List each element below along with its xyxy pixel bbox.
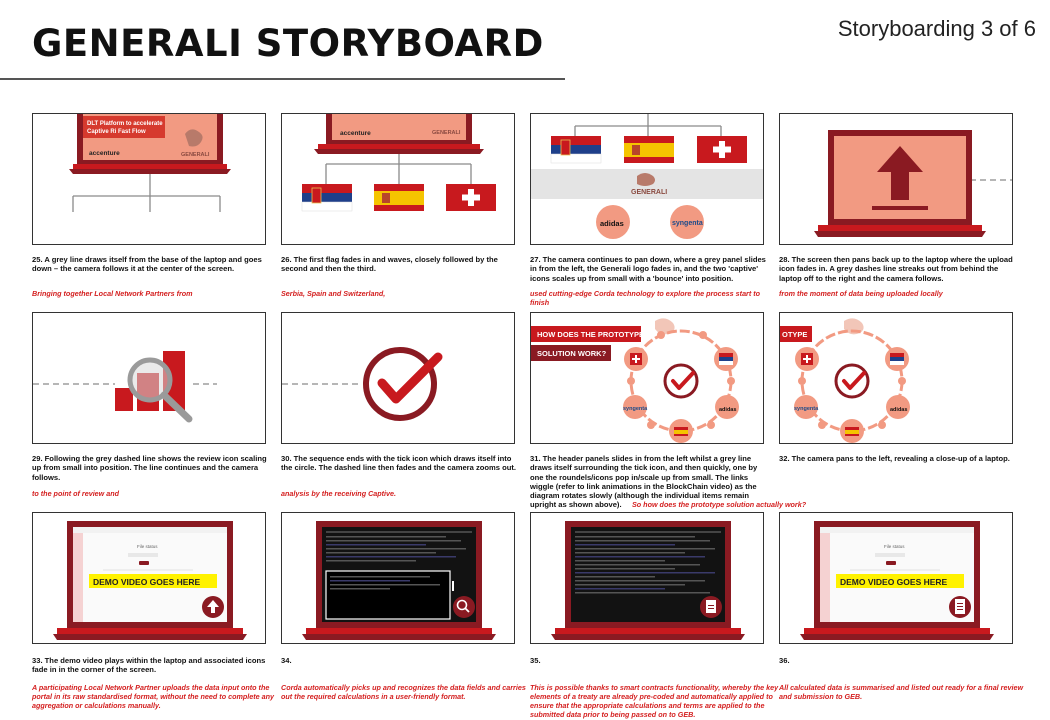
search-icon <box>456 599 468 611</box>
voiceover-36: All calculated data is summarised and li… <box>779 683 1024 701</box>
prototype-header-fragment: OTYPE <box>782 330 807 339</box>
spain-flag-icon <box>374 184 424 211</box>
header-divider <box>0 78 565 80</box>
spain-flag-icon <box>624 136 674 163</box>
file-status-label: File status <box>884 544 905 549</box>
frame26-accenture-logo: accenture <box>340 130 371 137</box>
frame26-generali-logo: GENERALI <box>432 130 461 136</box>
storyboard-frame-33: File status DEMO VIDEO GOES HERE <box>32 512 266 644</box>
storyboard-frame-27: GENERALI adidas syngenta <box>530 113 764 245</box>
storyboard-frame-32: syngenta adidas OTYPE <box>779 312 1013 444</box>
syngenta-logo: syngenta <box>794 406 819 412</box>
serbia-flag-icon <box>301 184 353 212</box>
caption-33: 33. The demo video plays within the lapt… <box>32 656 266 675</box>
syngenta-logo: syngenta <box>623 406 648 412</box>
generali-lion-icon: GENERALI <box>181 129 210 158</box>
voiceover-33: A participating Local Network Partner up… <box>32 683 275 710</box>
frame25-accenture-logo: accenture <box>89 150 120 157</box>
storyboard-frame-29 <box>32 312 266 444</box>
adidas-logo: adidas <box>890 407 907 413</box>
upload-icon <box>207 600 219 613</box>
page-indicator: Storyboarding 3 of 6 <box>837 16 1036 41</box>
voiceover-34: Corda automatically picks up and recogni… <box>281 683 526 701</box>
file-status-label: File status <box>137 544 158 549</box>
voiceover-29: to the point of review and <box>32 489 120 498</box>
adidas-logo: adidas <box>600 219 624 228</box>
caption-36: 36. <box>779 656 790 665</box>
serbia-flag-icon <box>550 136 602 164</box>
voiceover-26: Serbia, Spain and Switzerland, <box>281 289 386 298</box>
storyboard-frame-26: accenture GENERALI <box>281 113 515 245</box>
voiceover-25: Bringing together Local Network Partners… <box>32 289 193 298</box>
caption-25: 25. A grey line draws itself from the ba… <box>32 255 262 274</box>
switzerland-flag-icon <box>697 136 747 163</box>
switzerland-flag-icon <box>446 184 496 211</box>
caption-28: 28. The screen then pans back up to the … <box>779 255 1013 283</box>
voiceover-28: from the moment of data being uploaded l… <box>779 289 943 298</box>
document-icon <box>706 600 716 613</box>
prototype-header-panel-2: SOLUTION WORK? <box>537 349 607 358</box>
demo-video-placeholder: DEMO VIDEO GOES HERE <box>840 577 948 587</box>
storyboard-frame-31: syngenta adidas HOW DOES THE PROTOTYPE S… <box>530 312 764 444</box>
syngenta-logo: syngenta <box>672 220 703 227</box>
storyboard-frame-30 <box>281 312 515 444</box>
frame25-generali-logo: GENERALI <box>181 152 210 158</box>
voiceover-27: used cutting-edge Corda technology to ex… <box>530 289 761 307</box>
voiceover-30: analysis by the receiving Captive. <box>281 489 397 498</box>
caption-30: 30. The sequence ends with the tick icon… <box>281 454 517 473</box>
storyboard-frame-35 <box>530 512 764 644</box>
prototype-header-panel-1: HOW DOES THE PROTOTYPE <box>537 330 644 339</box>
upload-icon <box>872 146 928 210</box>
storyboard-frame-34 <box>281 512 515 644</box>
review-icon <box>115 351 193 423</box>
voiceover-35: This is possible thanks to smart contrac… <box>530 683 779 719</box>
caption-35: 35. <box>530 656 541 665</box>
caption-27: 27. The camera continues to pan down, wh… <box>530 255 766 283</box>
frame25-platform-text-1: DLT Platform to accelerate <box>87 121 163 127</box>
storyboard-frame-28 <box>779 113 1013 245</box>
frame25-platform-text-2: Captive Ri Fast Flow <box>87 129 146 135</box>
frame27-generali-logo: GENERALI <box>631 189 667 196</box>
page-title: GENERALI STORYBOARD <box>32 22 544 65</box>
storyboard-frame-36: File status DEMO VIDEO GOES HERE <box>779 512 1013 644</box>
caption-32: 32. The camera pans to the left, reveali… <box>779 454 1010 463</box>
storyboard-frame-25: DLT Platform to accelerate Captive Ri Fa… <box>32 113 266 245</box>
generali-lion-icon <box>637 173 655 186</box>
caption-26: 26. The first flag fades in and waves, c… <box>281 255 498 274</box>
caption-31: 31. The header panels slides in from the… <box>530 454 758 510</box>
caption-29: 29. Following the grey dashed line shows… <box>32 454 267 482</box>
voiceover-31: So how does the prototype solution actua… <box>632 500 807 509</box>
tick-icon <box>363 347 443 421</box>
caption-34: 34. <box>281 656 292 665</box>
demo-video-placeholder: DEMO VIDEO GOES HERE <box>93 577 201 587</box>
adidas-logo: adidas <box>719 407 736 413</box>
